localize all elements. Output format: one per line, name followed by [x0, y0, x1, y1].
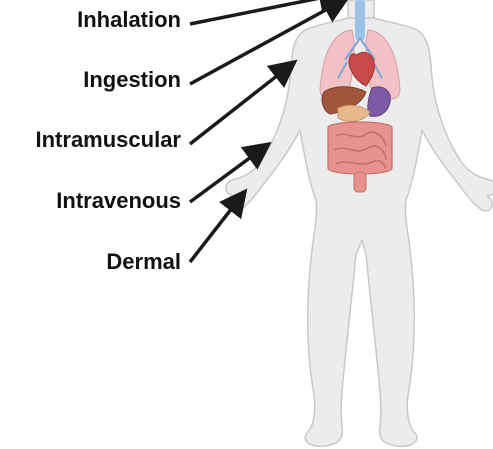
arrow-ingestion [190, 0, 344, 84]
label-ingestion: Ingestion [83, 67, 181, 93]
label-inhalation: Inhalation [77, 7, 181, 33]
arrow-intravenous [190, 146, 266, 202]
label-intramuscular: Intramuscular [36, 127, 182, 153]
arrow-inhalation [190, 0, 340, 24]
label-intravenous: Intravenous [56, 188, 181, 214]
arrow-dermal [190, 194, 243, 262]
label-dermal: Dermal [106, 249, 181, 275]
